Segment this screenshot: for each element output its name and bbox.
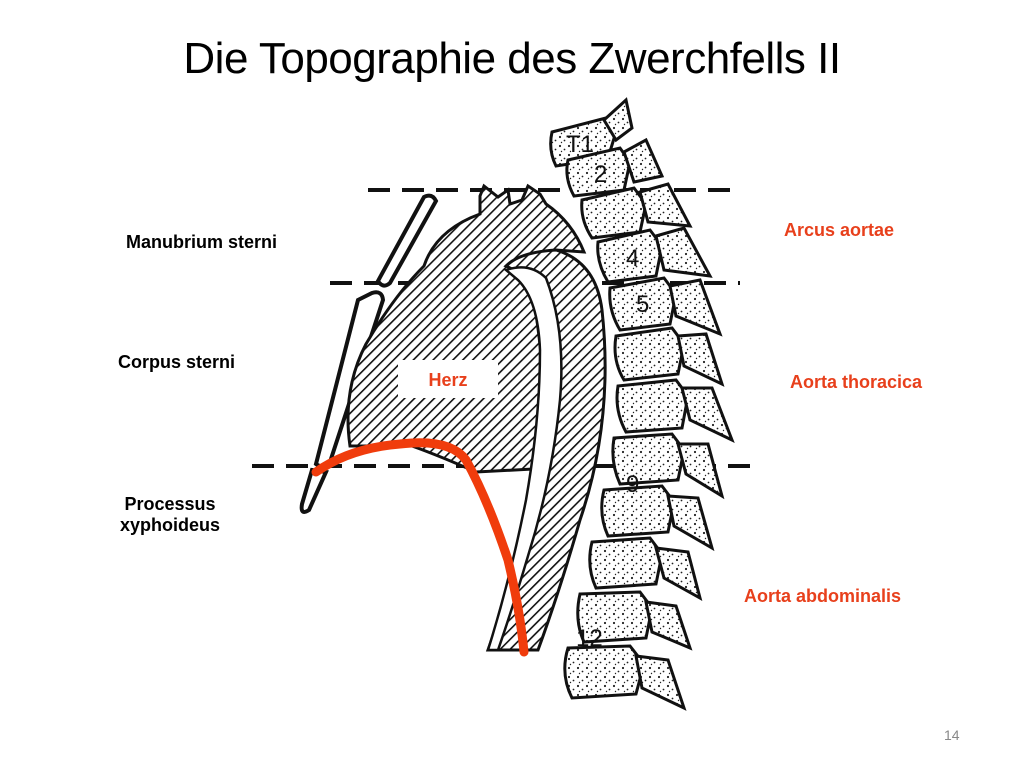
vertebra-label-t1: T1: [566, 131, 594, 158]
slide-title: Die Topographie des Zwerchfells II: [183, 34, 841, 83]
herz-label: Herz: [428, 370, 467, 390]
vertebra-label-12: 12: [576, 625, 603, 652]
vertebra-3: [580, 186, 648, 240]
label-manubrium-sterni: Manubrium sterni: [126, 232, 278, 252]
manubrium-sterni-bone: [375, 193, 439, 288]
page-number: 14: [944, 727, 960, 743]
vertebra-2: [565, 146, 632, 198]
vertebra-label-9: 9: [626, 471, 639, 498]
diaphragm-line: [311, 438, 529, 657]
vertebra-label-2: 2: [594, 161, 607, 188]
label-aorta-abdominalis: Aorta abdominalis: [744, 586, 902, 606]
label-processus-xyphoideus: Processus xyphoideus: [100, 494, 240, 536]
label-arcus-aortae: Arcus aortae: [784, 220, 895, 240]
label-processus-line2: xyphoideus: [119, 515, 221, 535]
processus-xyphoideus-bone: [299, 467, 329, 514]
vertebra-12: [563, 644, 646, 700]
aortic-lumen-gap: [486, 266, 563, 652]
vertebra-8: [611, 432, 686, 486]
vertebra-7: [615, 378, 690, 434]
vertebra-label-5: 5: [636, 291, 649, 318]
vertebra-label-4: 4: [626, 245, 639, 272]
spinal-column: [549, 97, 735, 711]
vertebra-6: [613, 326, 686, 382]
label-aorta-thoracica: Aorta thoracica: [790, 372, 923, 392]
herz-label-box: [398, 360, 498, 398]
label-processus-line1: Processus: [124, 494, 216, 514]
label-corpus-sterni: Corpus sterni: [118, 352, 236, 372]
vertebra-10: [588, 536, 664, 590]
